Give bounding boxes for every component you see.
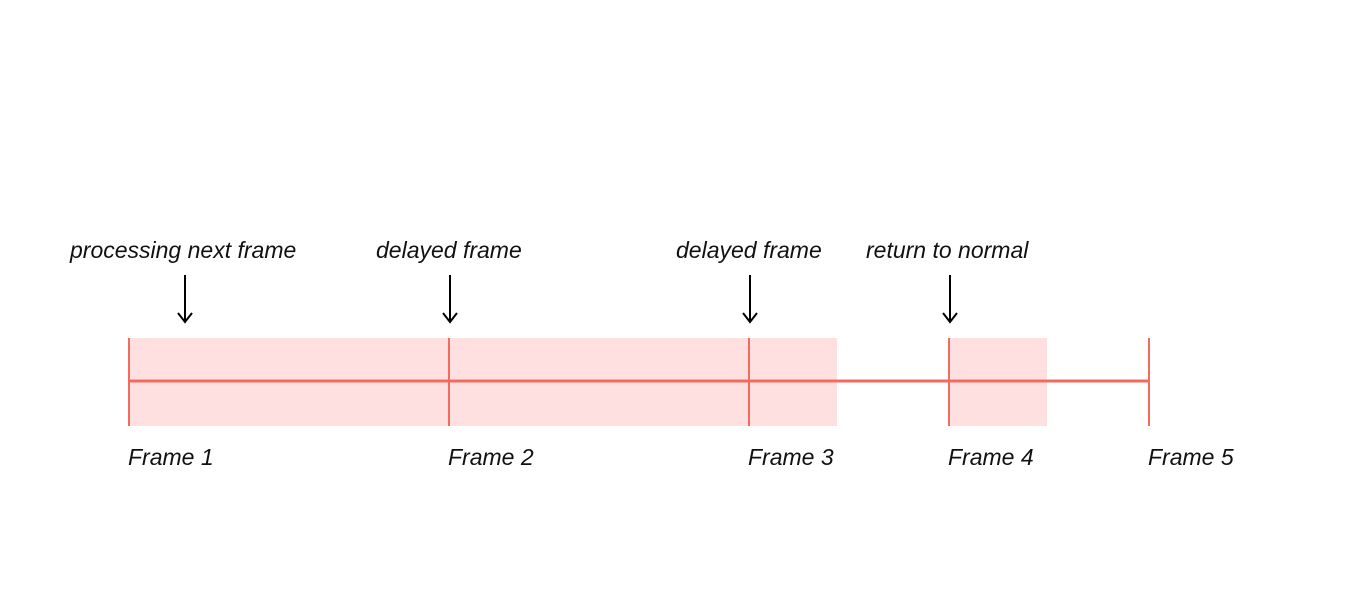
annotation-processing-next-frame: processing next frame bbox=[70, 237, 297, 263]
frame-label: Frame 3 bbox=[748, 444, 834, 470]
down-arrow-icon bbox=[742, 275, 758, 324]
down-arrow-icon bbox=[177, 275, 193, 324]
frame-label: Frame 5 bbox=[1148, 444, 1234, 470]
down-arrow-icon bbox=[442, 275, 458, 324]
down-arrow-icon bbox=[942, 275, 958, 324]
annotation-delayed-frame: delayed frame bbox=[676, 237, 822, 263]
annotation-return-to-normal: return to normal bbox=[866, 237, 1029, 263]
frame-label: Frame 2 bbox=[448, 444, 534, 470]
frame-label: Frame 4 bbox=[948, 444, 1034, 470]
annotation-delayed-frame: delayed frame bbox=[376, 237, 522, 263]
frame-label: Frame 1 bbox=[128, 444, 214, 470]
